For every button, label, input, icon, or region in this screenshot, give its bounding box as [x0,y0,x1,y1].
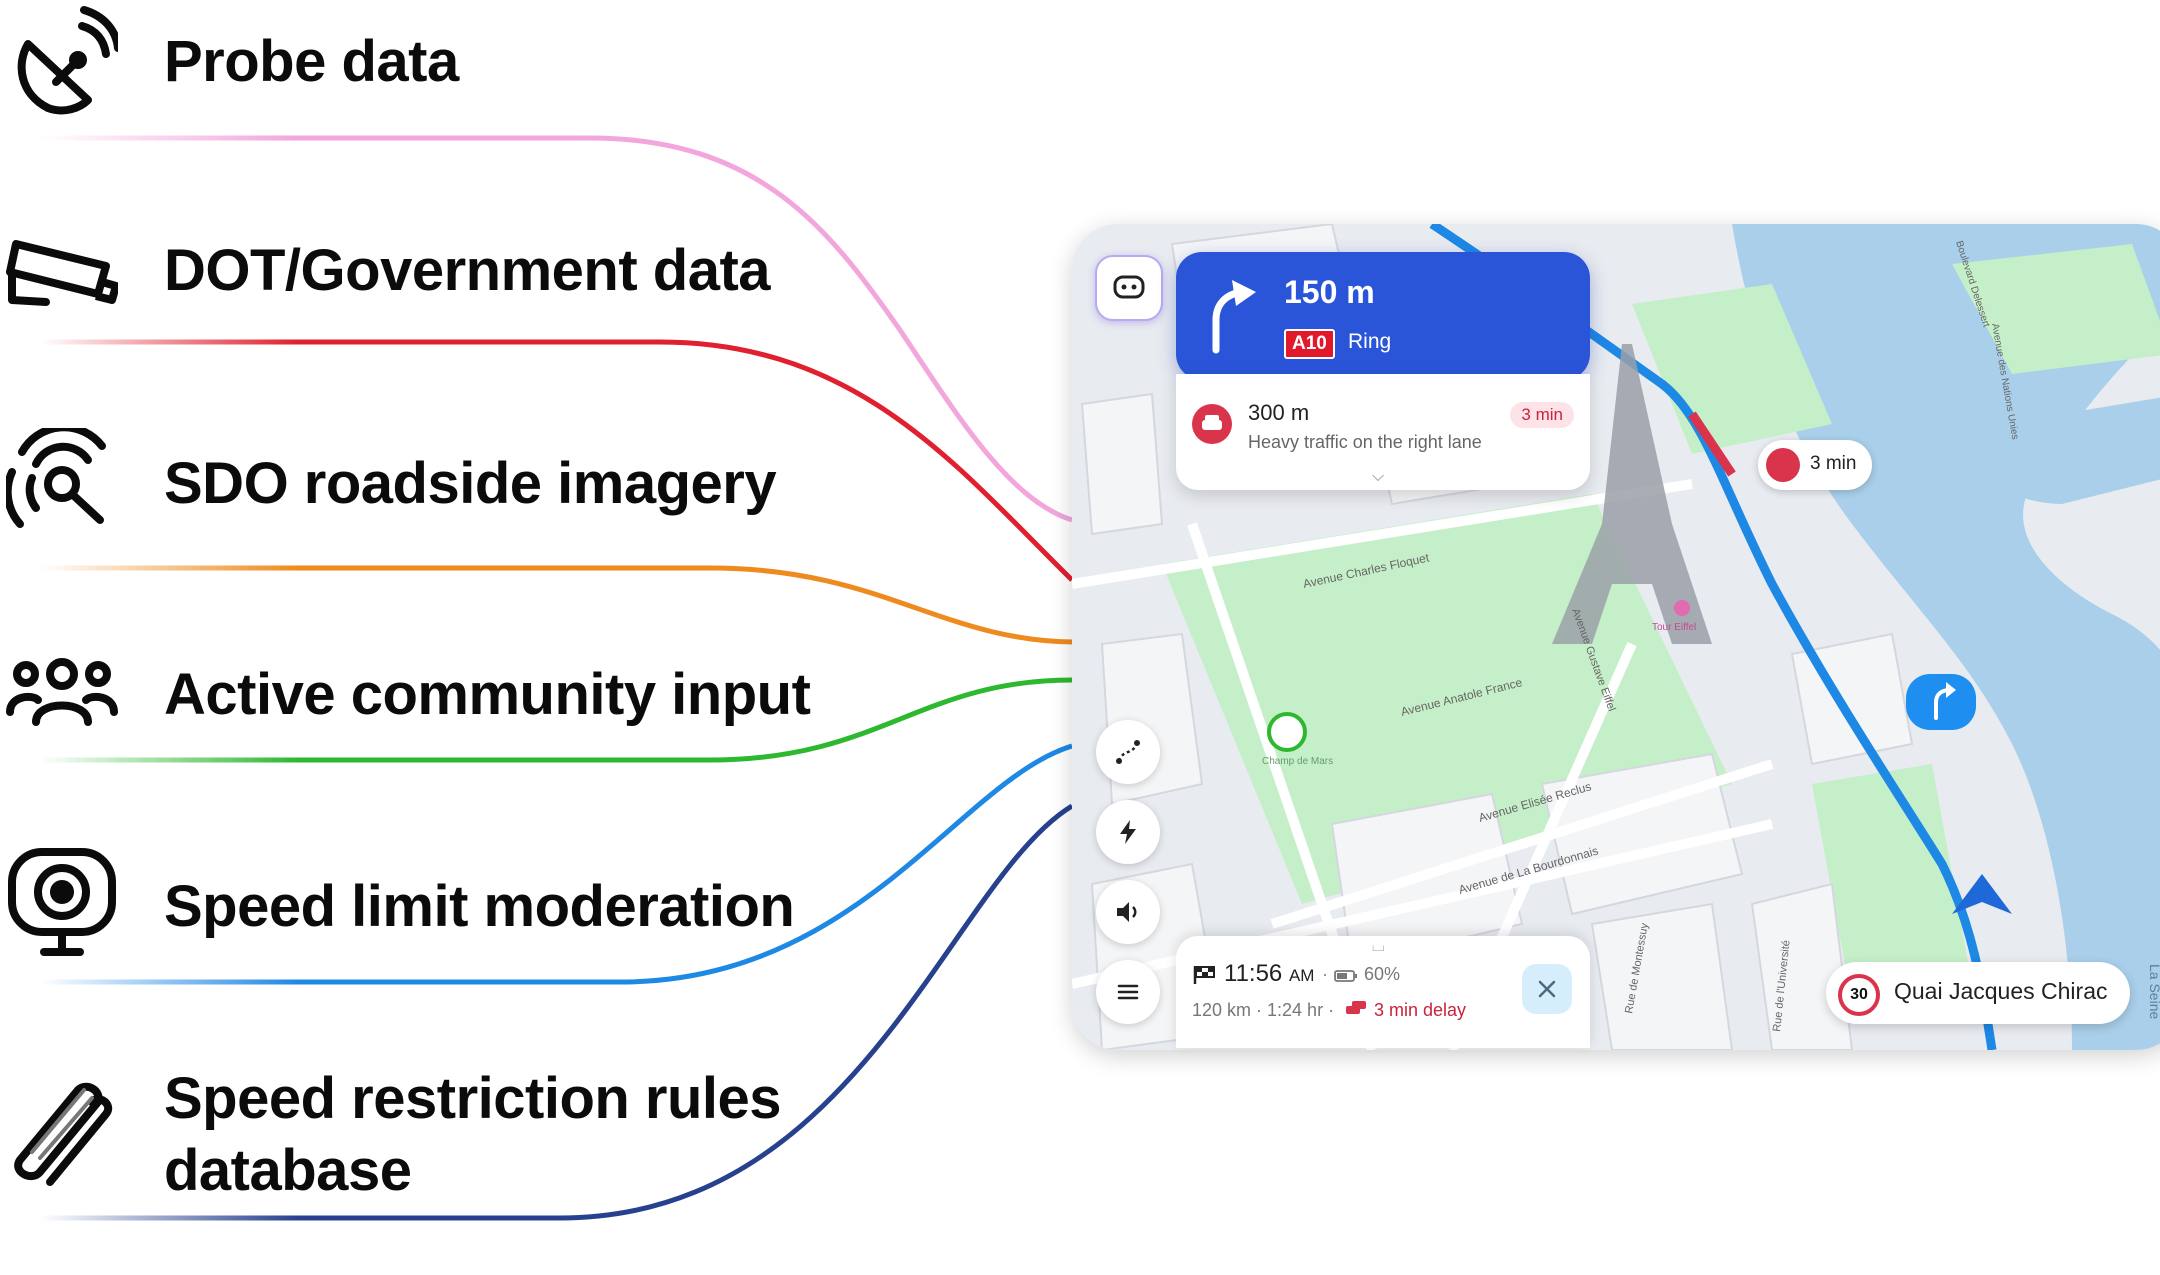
source-label-rules-database-line1: Speed restriction rules [164,1066,782,1131]
finish-flag-icon [1193,966,1215,984]
ev-charging-button[interactable] [1096,800,1160,864]
traffic-alert-card[interactable]: 300 m Heavy traffic on the right lane 3 … [1176,374,1590,490]
source-label-rules-database-line2: database [164,1138,412,1203]
curve-rules-database [40,803,1074,1221]
curve-community [40,677,1073,763]
curve-dot-data [40,339,1074,582]
close-route-button[interactable] [1522,964,1572,1014]
turn-distance: 150 m [1284,274,1375,310]
community-icon [6,640,118,752]
chat-face-icon [1113,275,1145,299]
route-icon [1116,740,1140,764]
eta-card[interactable]: ⌴ 11:56 AM · 60% 120 km · 1:24 hr · 3 mi… [1176,936,1590,1048]
current-street-pill: 30 Quai Jacques Chirac [1826,962,2130,1024]
assistant-button[interactable] [1095,255,1163,321]
traffic-description: Heavy traffic on the right lane [1248,432,1482,452]
traffic-distance: 300 m [1248,400,1310,425]
map-traffic-bubble[interactable]: 3 min [1758,440,1872,490]
lightning-icon [1120,820,1136,844]
security-camera-icon [6,216,120,328]
eta-delay: 3 min delay [1374,1000,1467,1020]
curve-sdo-imagery [40,565,1073,645]
turn-right-arrow-icon [1212,280,1256,354]
eta-ampm: AM [1288,966,1315,985]
route-badge: A10 [1284,329,1335,359]
current-street-name: Quai Jacques Chirac [1894,978,2108,1004]
database-rolls-icon [6,1076,118,1188]
speed-limit-sign: 30 [1838,974,1880,1016]
curve-probe-data [40,135,1073,523]
traffic-car-icon [1766,448,1800,482]
eta-distance-time: 120 km · 1:24 hr · [1192,1000,1335,1020]
source-label-community: Active community input [164,662,811,727]
map-turn-marker [1906,674,1976,730]
turn-instruction-card[interactable]: 150 m A10 Ring [1176,252,1590,380]
separator-dot: · [1322,964,1328,984]
signal-search-icon [3,423,118,540]
battery-icon [1334,970,1357,982]
traffic-delay-badge: 3 min [1510,402,1574,428]
source-label-speed-moderation: Speed limit moderation [164,874,795,939]
hamburger-menu-icon [1117,984,1139,1000]
route-name: Ring [1348,330,1392,353]
map-label-tour-eiffel: Tour Eiffel [1652,622,1696,633]
chevron-down-icon[interactable]: ⌵ [1372,468,1385,485]
route-options-button[interactable] [1096,720,1160,784]
chevron-up-icon[interactable]: ⌴ [1372,938,1385,955]
speaker-icon [1117,902,1137,922]
turn-right-arrow-icon [1934,682,1956,720]
traffic-car-icon [1346,1001,1366,1014]
traffic-car-icon [1192,404,1232,444]
eta-time: 11:56 AM [1224,960,1314,988]
map-label-champ-de-mars: Champ de Mars [1262,756,1333,767]
source-label-sdo-imagery: SDO roadside imagery [164,451,777,516]
map-traffic-delay: 3 min [1810,453,1857,474]
satellite-dish-icon [6,4,122,116]
close-icon [1538,980,1556,998]
battery-level: 60% [1364,964,1401,984]
eta-clock: 11:56 [1224,960,1283,987]
camera-monitor-icon [6,846,118,958]
map-label-la-seine: La Seine [2147,964,2160,1019]
sound-button[interactable] [1096,880,1160,944]
source-label-dot-data: DOT/Government data [164,238,771,303]
menu-button[interactable] [1096,960,1160,1024]
source-label-probe-data: Probe data [164,29,459,94]
curve-speed-moderation [40,743,1073,985]
